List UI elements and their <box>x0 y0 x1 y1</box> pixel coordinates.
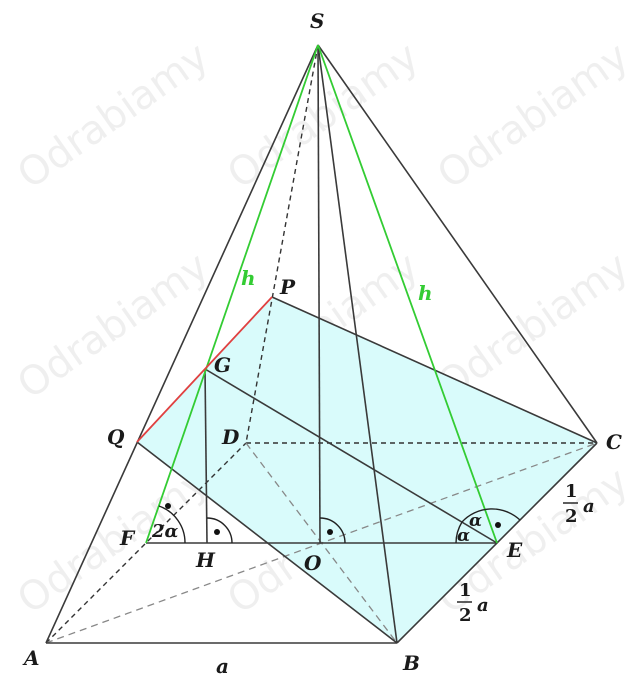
angle-arc-E-inner <box>455 521 463 544</box>
angle-label-alpha-lower: α <box>457 526 470 546</box>
watermark-text: Odrabiamy <box>9 243 217 408</box>
watermark-text: Odrabiamy <box>9 33 217 198</box>
half-numerator: 1 <box>565 481 578 502</box>
label-A: A <box>22 646 40 670</box>
label-E: E <box>506 538 523 562</box>
edge-SC <box>317 44 598 444</box>
vertex-labels: S A B C D P Q G F H O E <box>22 9 622 675</box>
visible-edges <box>45 44 598 644</box>
half-variable: a <box>583 496 595 517</box>
dot-O <box>327 529 333 535</box>
angle-arc-H <box>206 517 233 544</box>
angle-label-2alpha: 2α <box>151 521 179 542</box>
segment-GE <box>204 368 498 544</box>
apothems <box>145 44 498 544</box>
label-S: S <box>310 9 324 33</box>
angle-arc-O <box>319 517 346 544</box>
height-SO <box>317 44 321 544</box>
right-angle-dots <box>165 503 501 535</box>
dot-E <box>495 522 501 528</box>
angle-label-alpha-upper: α <box>469 511 482 531</box>
edge-SA <box>45 44 319 644</box>
angle-arc-F <box>158 505 186 544</box>
label-F: F <box>119 526 136 550</box>
label-Q: Q <box>107 425 125 449</box>
half-a-label-upper: 1 2 a <box>563 481 595 527</box>
segment-QP <box>136 296 273 443</box>
half-denominator: 2 <box>459 605 472 626</box>
label-h-left: h <box>241 266 256 290</box>
watermark-text: Odrabiamy <box>429 33 636 198</box>
label-G: G <box>214 353 231 377</box>
watermark-text: Odrabiamy <box>9 458 217 623</box>
half-a-label-lower: 1 2 a <box>457 580 489 626</box>
label-h-right: h <box>418 281 433 305</box>
angle-arc-E-outer <box>461 508 521 523</box>
angle-marks <box>158 505 521 544</box>
label-D: D <box>221 425 240 449</box>
label-H: H <box>195 548 216 572</box>
label-B: B <box>402 651 420 675</box>
dot-H <box>214 529 220 535</box>
segment-GH <box>204 368 208 544</box>
apothem-SE <box>317 44 498 544</box>
segment-QB <box>136 441 398 644</box>
edge-SD-hidden <box>245 44 319 444</box>
label-O: O <box>304 551 322 575</box>
label-C: C <box>606 430 622 454</box>
half-variable: a <box>477 595 489 616</box>
label-P: P <box>279 275 296 299</box>
edge-AD-hidden <box>45 442 247 644</box>
half-numerator: 1 <box>459 580 472 601</box>
apothem-SF <box>145 44 319 544</box>
cross-section-plane <box>137 297 597 643</box>
half-denominator: 2 <box>565 506 578 527</box>
dot-F <box>165 503 171 509</box>
label-a-base: a <box>216 654 229 678</box>
